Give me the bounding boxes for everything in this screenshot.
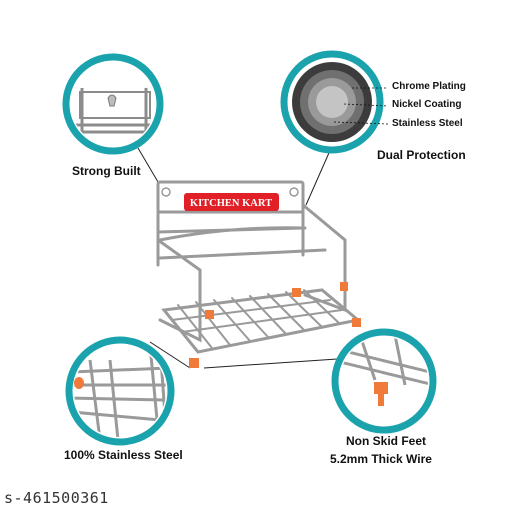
zoom-circle-strong-built	[62, 53, 164, 155]
zoom-circle-non-skid-feet	[331, 328, 437, 434]
zoom-circle-stainless-steel	[65, 336, 175, 446]
callout-lines	[137, 145, 353, 369]
brand-label: KITCHEN KART	[190, 198, 272, 209]
layer-nickel-coating: Nickel Coating	[392, 99, 462, 110]
rack-feet	[189, 282, 361, 368]
brand-badge: KITCHEN KART	[161, 187, 299, 211]
watermark-id: s-461500361	[4, 489, 109, 507]
feature-stainless-steel: 100% Stainless Steel	[64, 448, 183, 462]
feature-non-skid-feet: Non Skid Feet	[346, 434, 427, 448]
layer-stainless-steel: Stainless Steel	[392, 118, 463, 129]
layer-chrome-plating: Chrome Plating	[392, 81, 466, 92]
zoom-circle-dual-protection	[280, 50, 389, 154]
feature-thick-wire: 5.2mm Thick Wire	[330, 452, 432, 466]
feature-dual-protection: Dual Protection	[377, 148, 466, 162]
feature-strong-built: Strong Built	[72, 164, 141, 178]
